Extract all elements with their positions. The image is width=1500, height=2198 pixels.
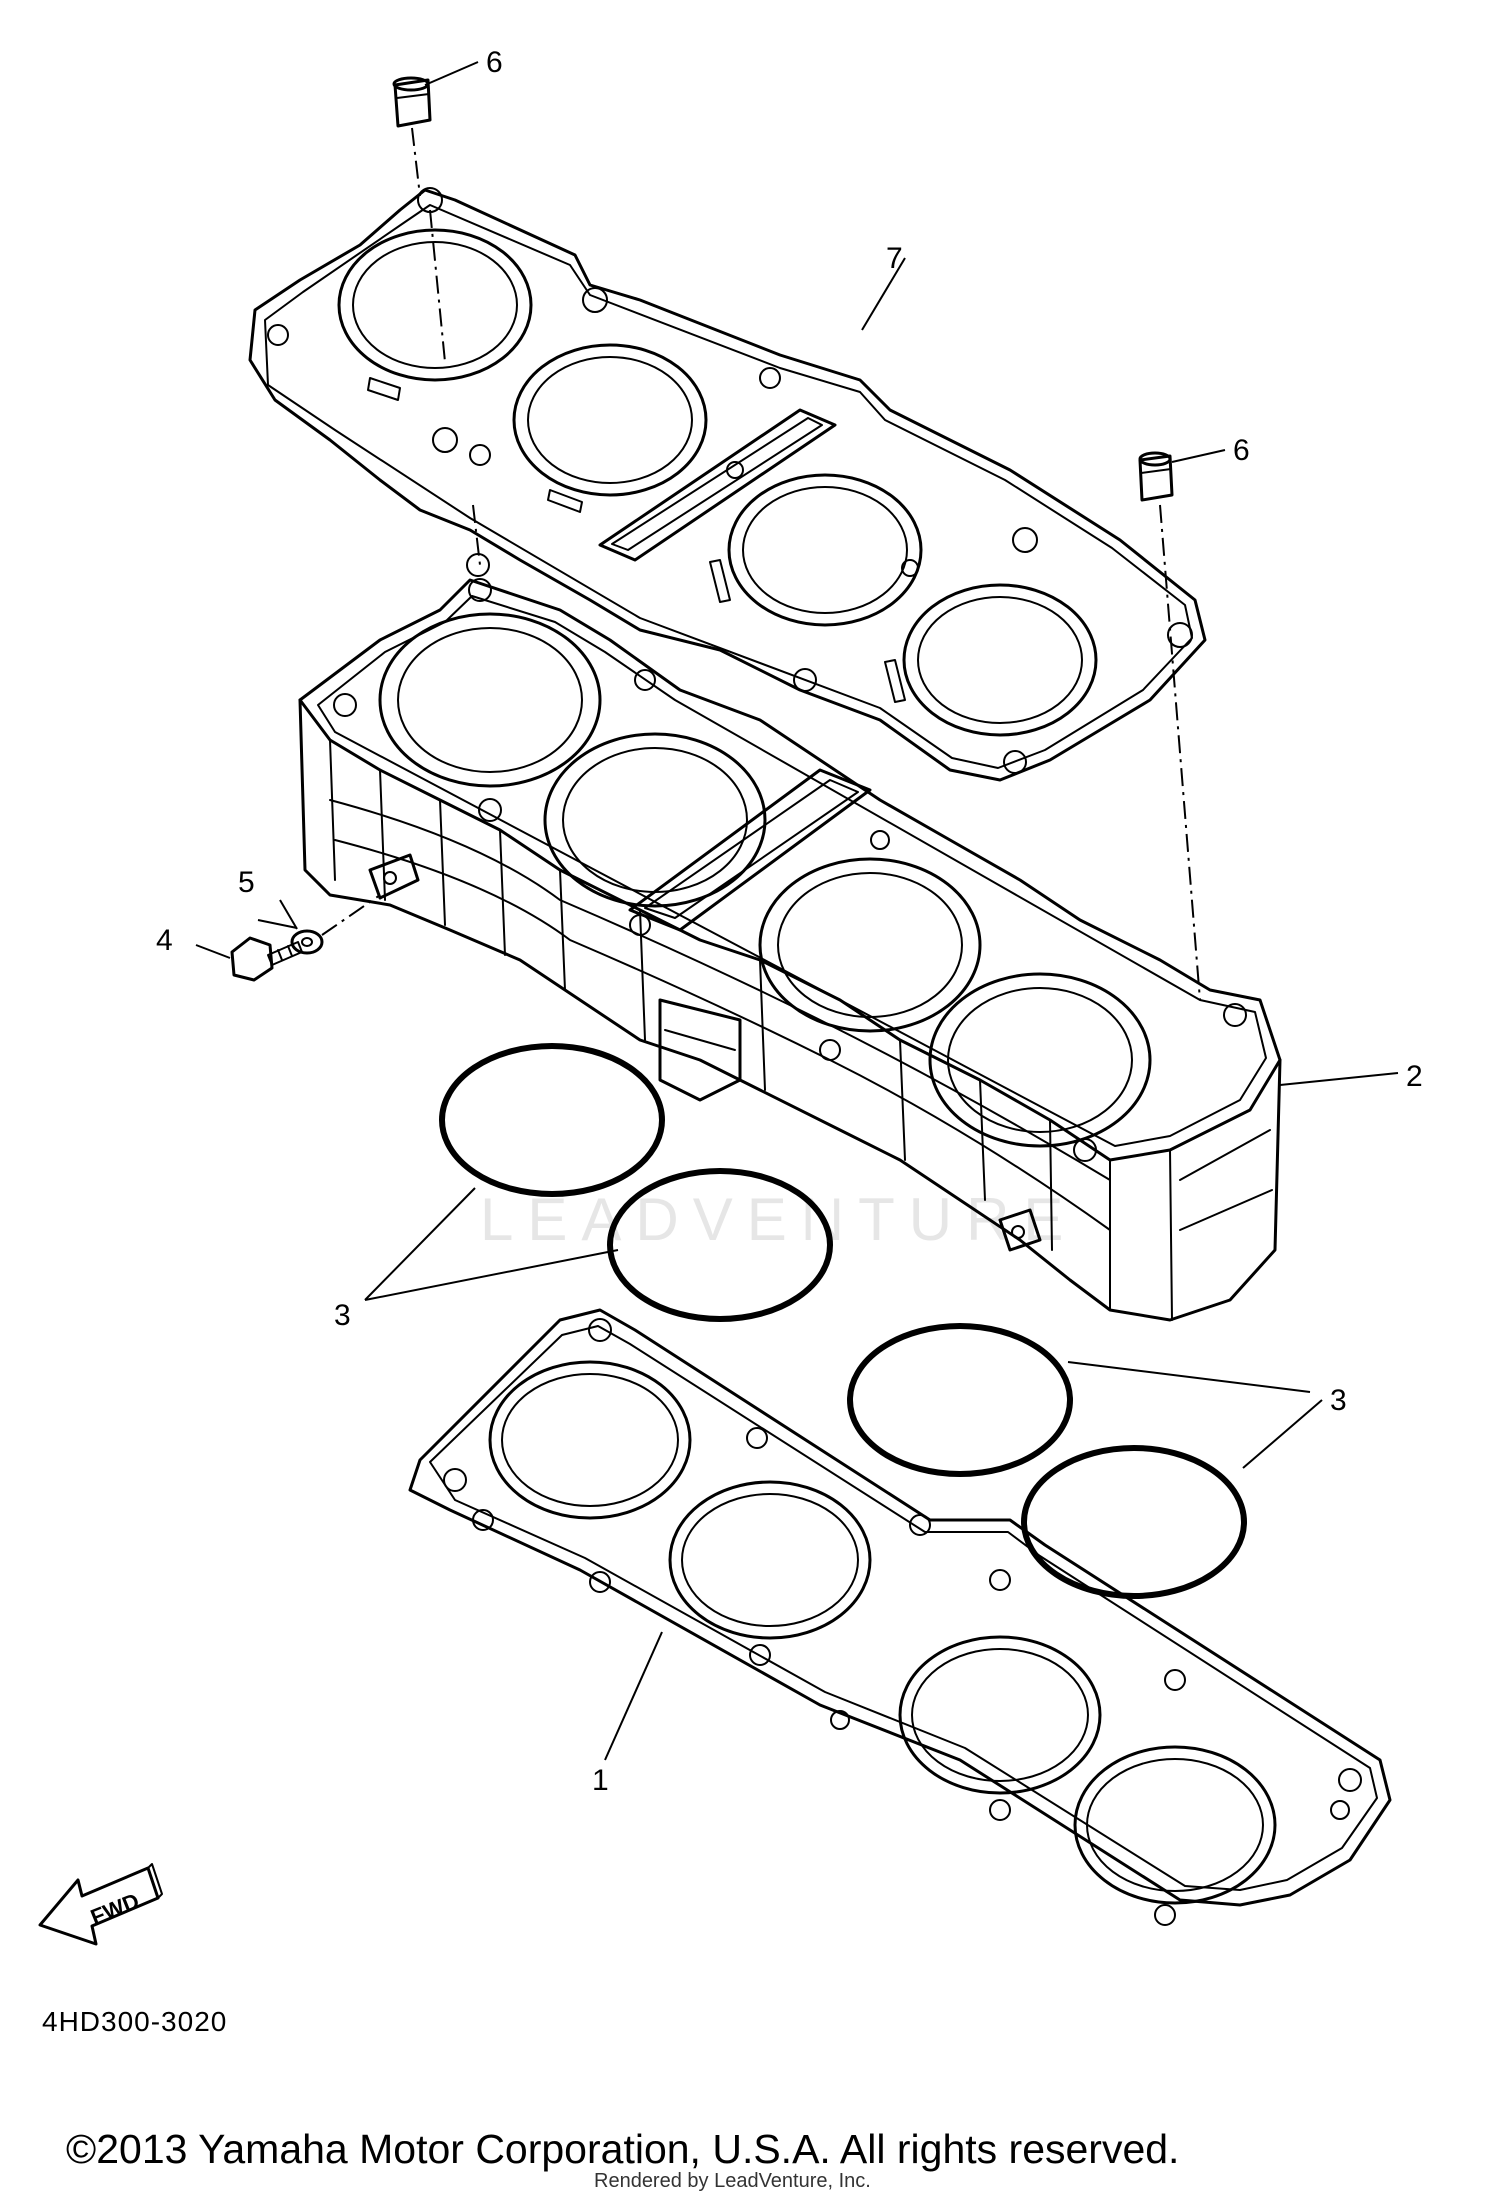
watermark-text: LEADVENTURE bbox=[480, 1186, 1077, 1253]
callout-4: 4 bbox=[156, 924, 173, 957]
callout-1: 1 bbox=[592, 1764, 609, 1797]
dowel-pin-part-6-right bbox=[1138, 451, 1174, 502]
rendered-by-note: Rendered by LeadVenture, Inc. bbox=[594, 2170, 871, 2192]
washer-part-5 bbox=[290, 929, 324, 955]
diagram-code: 4HD300-3020 bbox=[42, 2006, 228, 2037]
cylinder-block-part-2 bbox=[298, 578, 1282, 1322]
head-gasket-part-7 bbox=[248, 187, 1207, 782]
o-ring-part-3-d bbox=[1021, 1445, 1247, 1599]
o-ring-part-3-a bbox=[439, 1043, 665, 1197]
o-ring-part-3-c bbox=[847, 1323, 1073, 1477]
fwd-arrow-icon: FWD bbox=[38, 1863, 163, 1946]
callout-3-right: 3 bbox=[1330, 1384, 1347, 1417]
callout-7: 7 bbox=[886, 242, 903, 275]
copyright-notice: ©2013 Yamaha Motor Corporation, U.S.A. A… bbox=[66, 2126, 1180, 2172]
o-ring-part-3-b bbox=[607, 1168, 833, 1322]
callout-3-left: 3 bbox=[334, 1299, 351, 1332]
fwd-label: FWD bbox=[87, 1888, 143, 1930]
callout-6-right: 6 bbox=[1233, 434, 1250, 467]
dowel-pin-part-6-top bbox=[392, 76, 432, 128]
callout-2: 2 bbox=[1406, 1060, 1423, 1093]
base-gasket-part-1 bbox=[408, 1308, 1392, 1926]
leader-lines bbox=[195, 61, 1399, 1761]
callout-6-top: 6 bbox=[486, 46, 503, 79]
callout-5: 5 bbox=[238, 866, 255, 899]
